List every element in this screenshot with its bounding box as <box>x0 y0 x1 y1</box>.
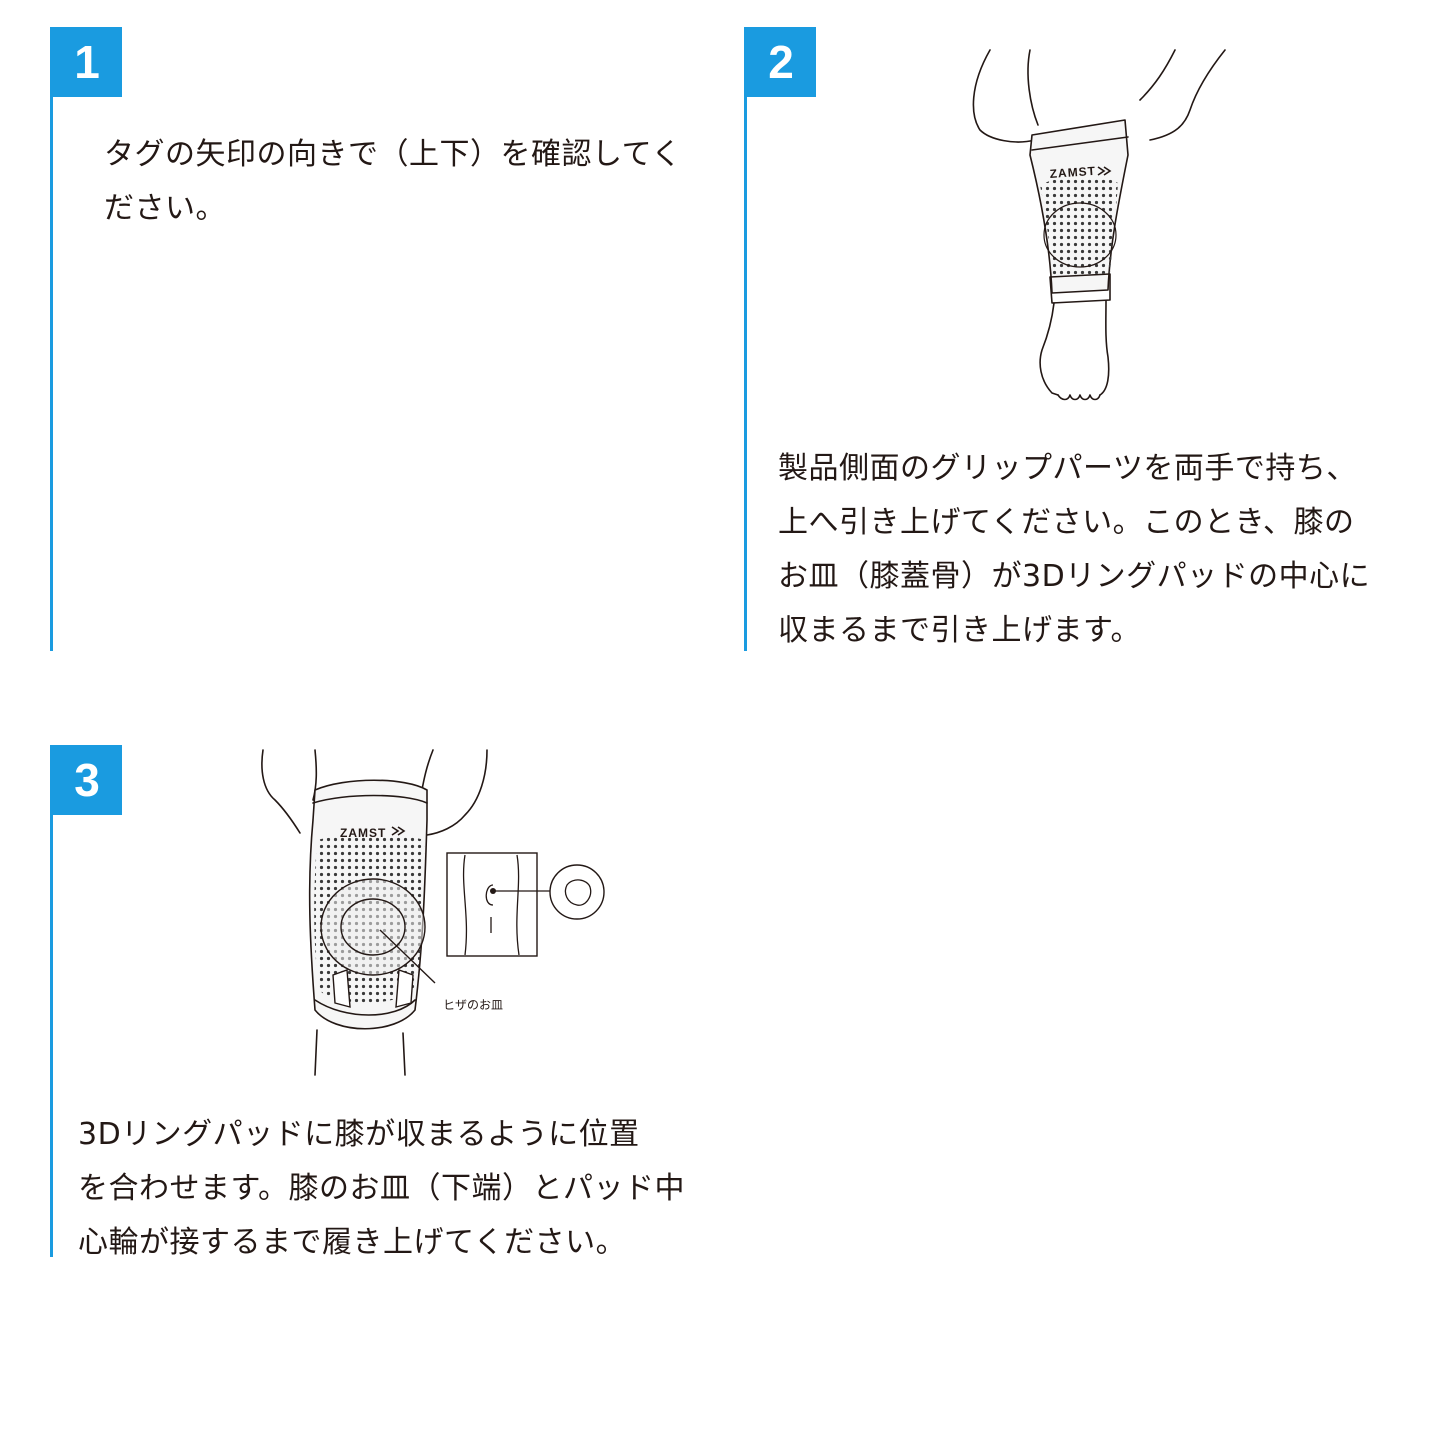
leg-pulling-sleeve-illustration: ZAMST <box>972 49 1226 401</box>
knee-sleeve-position-illustration: ZAMST ヒザのお皿 <box>261 749 605 1076</box>
step-instruction: タグの矢印の向きで（上下）を確認してく ださい。 <box>104 128 682 236</box>
step-divider-line <box>50 745 53 1257</box>
step-instruction: 3Dリングパッドに膝が収まるように位置 を合わせます。膝のお皿（下端）とパッド中… <box>78 1108 685 1270</box>
callout-label: ヒザのお皿 <box>443 998 503 1012</box>
instruction-line: 心輪が接するまで履き上げてください。 <box>78 1225 627 1260</box>
instruction-line: お皿（膝蓋骨）が3Dリングパッドの中心に <box>778 559 1371 594</box>
step-number-badge: 3 <box>52 745 122 815</box>
step-divider-line <box>50 27 53 651</box>
instruction-line: 3Dリングパッドに膝が収まるように位置 <box>78 1117 640 1152</box>
brand-logo: ZAMST <box>340 826 386 840</box>
step-number-badge: 1 <box>52 27 122 97</box>
instruction-line: 上へ引き上げてください。このとき、膝の <box>778 505 1355 540</box>
instruction-line: タグの矢印の向きで（上下）を確認してく <box>104 137 682 172</box>
instruction-line: ださい。 <box>104 191 226 226</box>
step-instruction: 製品側面のグリップパーツを両手で持ち、 上へ引き上げてください。このとき、膝の … <box>778 442 1370 658</box>
step-number-badge: 2 <box>746 27 816 97</box>
instruction-line: 収まるまで引き上げます。 <box>778 613 1141 648</box>
instruction-line: を合わせます。膝のお皿（下端）とパッド中 <box>78 1171 685 1206</box>
step-divider-line <box>744 27 747 651</box>
instruction-line: 製品側面のグリップパーツを両手で持ち、 <box>778 451 1357 486</box>
brand-logo: ZAMST <box>1049 164 1096 181</box>
